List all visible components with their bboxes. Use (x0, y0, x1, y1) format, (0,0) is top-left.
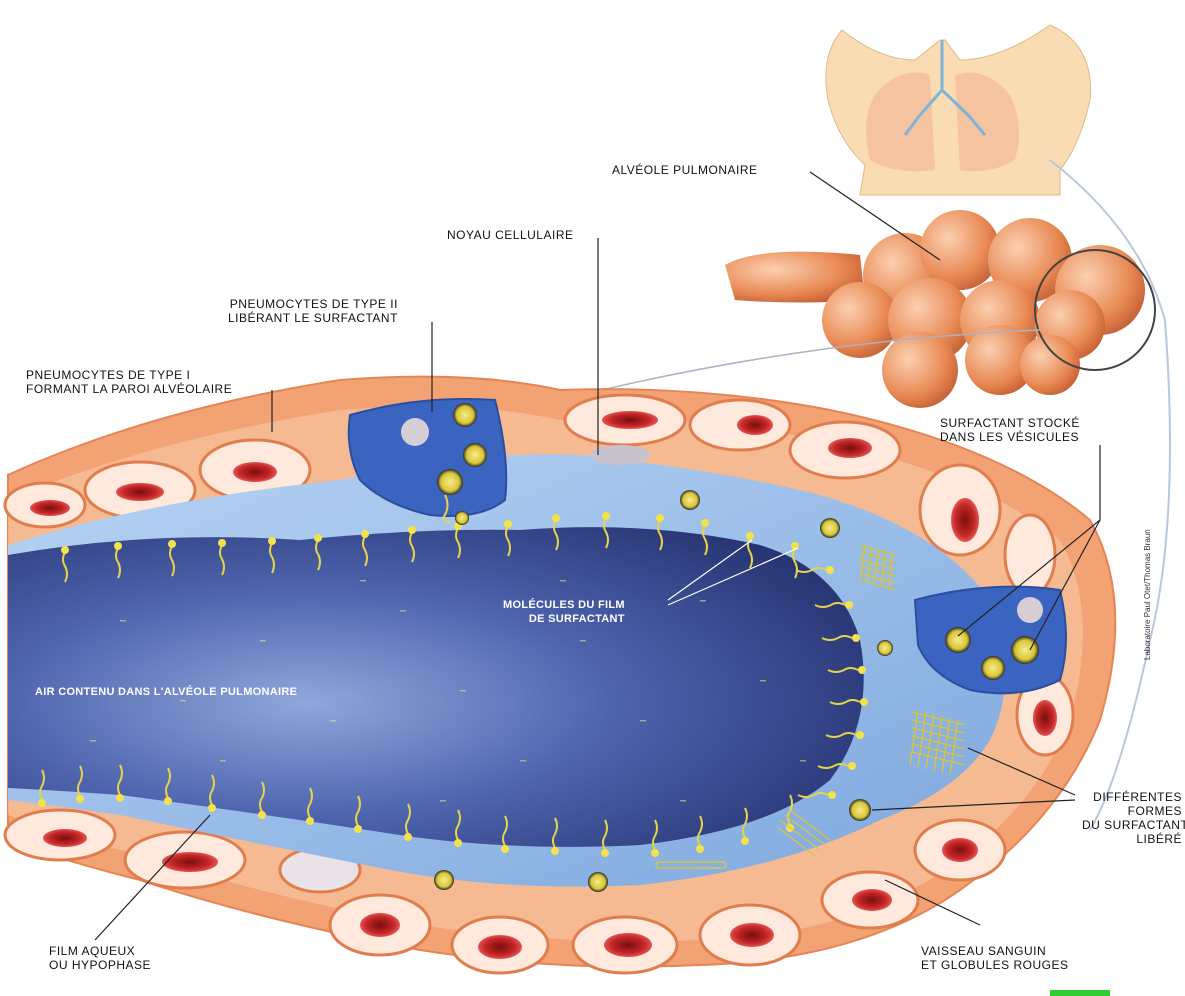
cell-nucleus (590, 445, 650, 465)
label-surfactant-stocke: SURFACTANT STOCKÉ DANS LES VÉSICULES (940, 416, 1080, 444)
label-alveole-pulmonaire: ALVÉOLE PULMONAIRE (612, 163, 758, 177)
label-differentes-line3: DU SURFACTANT (1082, 818, 1182, 832)
label-pneumocytes-type-1-line2: FORMANT LA PAROI ALVÉOLAIRE (26, 382, 232, 396)
label-differentes-line4: LIBÉRÉ (1082, 832, 1182, 846)
label-surfactant-stocke-line1: SURFACTANT STOCKÉ (940, 416, 1080, 430)
label-film-aqueux-line1: FILM AQUEUX (49, 944, 151, 958)
label-pneumocytes-type-2-line2: LIBÉRANT LE SURFACTANT (228, 311, 398, 325)
label-film-aqueux-line2: OU HYPOPHASE (49, 958, 151, 972)
label-pneumocytes-type-1-line1: PNEUMOCYTES DE TYPE I (26, 368, 232, 382)
label-molecules-film-line1: MOLÉCULES DU FILM (503, 598, 625, 612)
label-pneumocytes-type-2-line1: PNEUMOCYTES DE TYPE II (228, 297, 398, 311)
label-pneumocytes-type-1: PNEUMOCYTES DE TYPE I FORMANT LA PAROI A… (26, 368, 232, 396)
lungs-thumbnail (826, 25, 1091, 195)
label-air-contenu: AIR CONTENU DANS L'ALVÉOLE PULMONAIRE (35, 685, 297, 699)
label-film-aqueux: FILM AQUEUX OU HYPOPHASE (49, 944, 151, 972)
label-vaisseau-line2: ET GLOBULES ROUGES (921, 958, 1069, 972)
label-differentes-line2: FORMES (1082, 804, 1182, 818)
image-credit: Laboratoire Paul Otet/Thomas Braun (1143, 529, 1152, 660)
green-marker (1050, 990, 1110, 996)
label-molecules-film-line2: DE SURFACTANT (503, 612, 625, 626)
alveolar-sac (725, 210, 1155, 408)
label-differentes-formes: DIFFÉRENTES FORMES DU SURFACTANT LIBÉRÉ (1082, 790, 1182, 846)
label-differentes-line1: DIFFÉRENTES (1082, 790, 1182, 804)
label-vaisseau-sanguin: VAISSEAU SANGUIN ET GLOBULES ROUGES (921, 944, 1069, 972)
label-surfactant-stocke-line2: DANS LES VÉSICULES (940, 430, 1080, 444)
label-pneumocytes-type-2: PNEUMOCYTES DE TYPE II LIBÉRANT LE SURFA… (228, 297, 398, 325)
label-molecules-film: MOLÉCULES DU FILM DE SURFACTANT (503, 598, 625, 626)
label-vaisseau-line1: VAISSEAU SANGUIN (921, 944, 1069, 958)
label-noyau-cellulaire: NOYAU CELLULAIRE (447, 228, 573, 242)
